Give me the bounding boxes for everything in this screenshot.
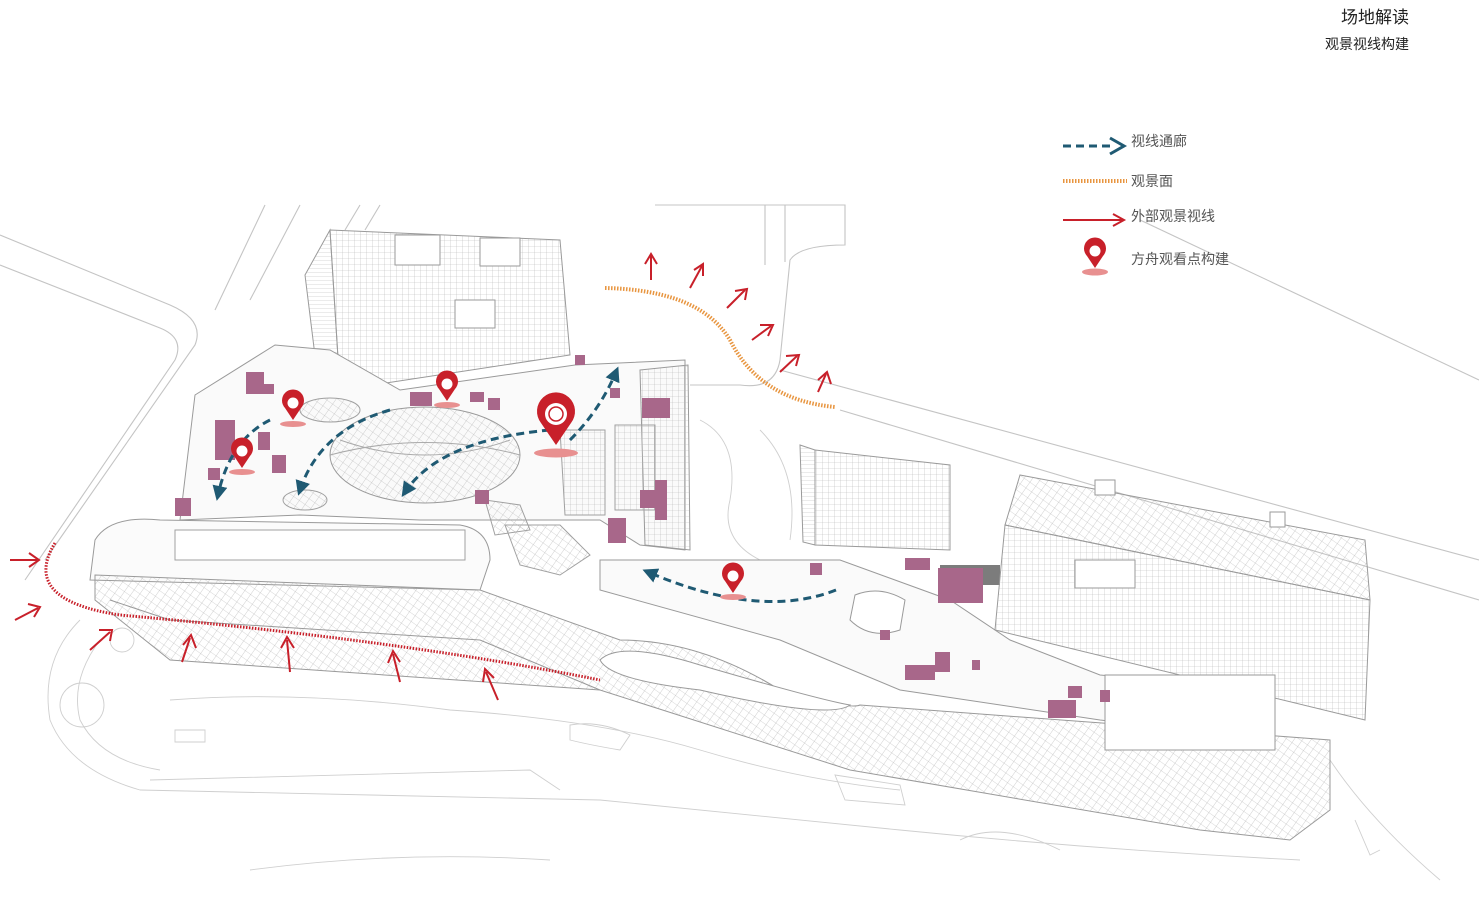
- legend-map-pin-symbol: [1082, 237, 1108, 276]
- external-view-face-curve: [44, 542, 601, 682]
- legend-label: 外部观景视线: [1131, 209, 1215, 225]
- east-building: [994, 474, 1371, 751]
- map-pin-icon: [720, 562, 746, 600]
- legend-label: 方舟观看点构建: [1131, 252, 1229, 268]
- view-face-curve: [604, 286, 836, 409]
- ark-viewing-pins: [229, 370, 746, 600]
- map-pin-icon: [229, 437, 255, 475]
- map-pin-icon: [280, 389, 306, 427]
- legend-item-ark-viewpoint: 方舟观看点构建: [1060, 249, 1320, 279]
- page-subtitle: 观景视线构建: [1325, 37, 1409, 53]
- legend-item-external-view: 外部观景视线: [1060, 206, 1320, 236]
- map-pin-icon: [434, 370, 460, 408]
- long-roof-building: [89, 518, 1331, 841]
- legend-label: 视线通廊: [1131, 134, 1187, 150]
- tower-north: [304, 228, 571, 391]
- plaza-blocks: [175, 355, 1110, 718]
- external-view-arrows: [10, 252, 832, 701]
- map-pin-icon-large: [534, 392, 578, 458]
- page-title: 场地解读: [1341, 8, 1409, 28]
- legend-item-sightline-corridor: 视线通廊: [1060, 131, 1320, 161]
- legend-dashed-arrow-symbol: [1063, 136, 1128, 156]
- landscape-lines: [47, 419, 1441, 881]
- legend-label: 观景面: [1131, 174, 1173, 190]
- legend-red-arrow-symbol: [1063, 213, 1127, 227]
- legend-item-view-face: 观景面: [1060, 171, 1320, 201]
